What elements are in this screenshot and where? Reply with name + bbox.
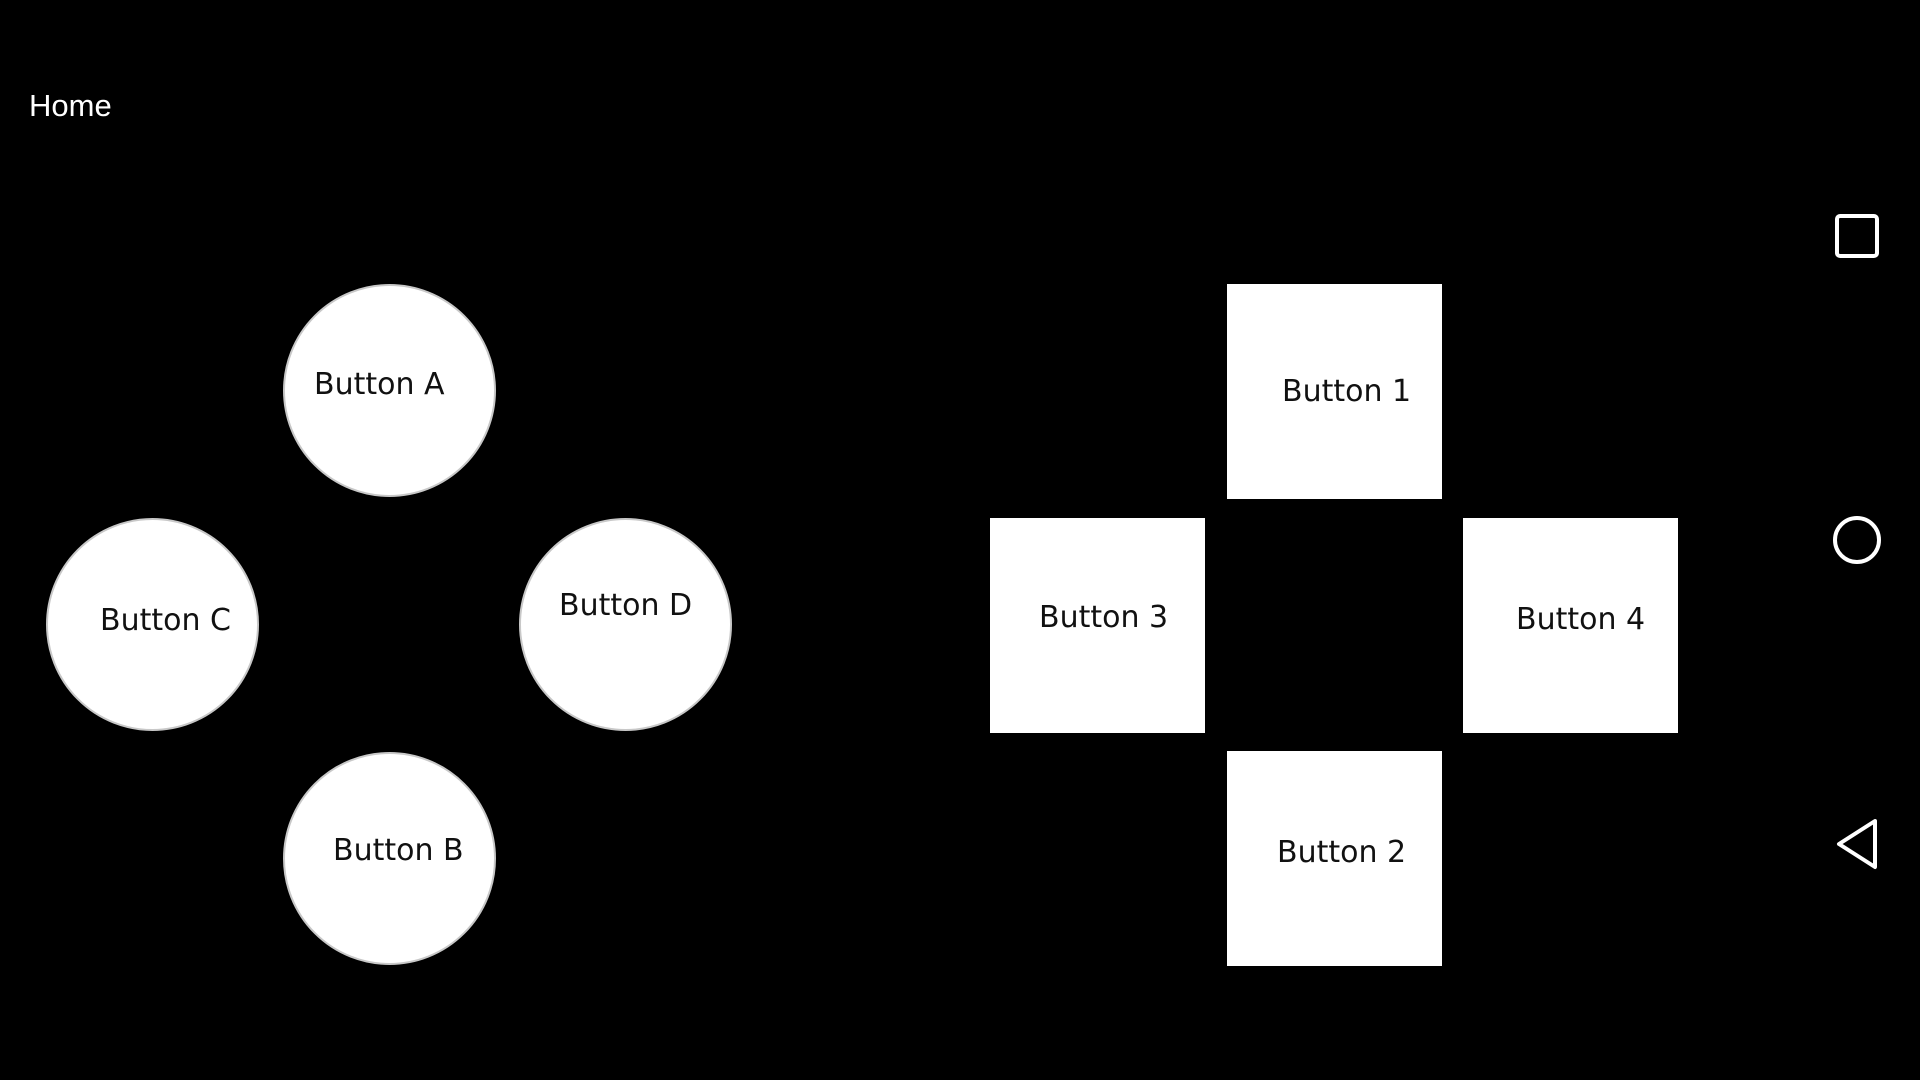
button-c-label: Button C <box>100 603 231 638</box>
button-c[interactable]: Button C <box>46 518 259 731</box>
home-button[interactable] <box>1817 500 1897 580</box>
button-2[interactable]: Button 2 <box>1227 751 1442 966</box>
button-3[interactable]: Button 3 <box>990 518 1205 733</box>
triangle-back-icon <box>1837 819 1877 869</box>
button-2-label: Button 2 <box>1277 835 1407 870</box>
button-4[interactable]: Button 4 <box>1463 518 1678 733</box>
button-3-label: Button 3 <box>1039 600 1169 635</box>
circle-home-icon <box>1833 516 1881 564</box>
button-1[interactable]: Button 1 <box>1227 284 1442 499</box>
button-d-label: Button D <box>559 588 693 623</box>
page-title: Home <box>29 88 112 123</box>
square-recents-icon <box>1835 214 1879 258</box>
button-4-label: Button 4 <box>1516 602 1646 637</box>
button-d[interactable]: Button D <box>519 518 732 731</box>
button-a[interactable]: Button A <box>283 284 496 497</box>
back-button[interactable] <box>1817 804 1897 884</box>
recents-button[interactable] <box>1817 196 1897 276</box>
button-1-label: Button 1 <box>1282 374 1412 409</box>
button-b[interactable]: Button B <box>283 752 496 965</box>
button-a-label: Button A <box>314 367 445 402</box>
button-b-label: Button B <box>333 833 464 868</box>
